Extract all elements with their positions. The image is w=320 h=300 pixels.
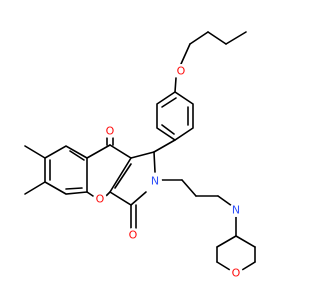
propyl-bond xyxy=(207,31,227,45)
atom-o-lactam: O xyxy=(126,228,140,242)
atom-label-n-morpholine: N xyxy=(232,204,240,217)
atom-label-o-ring: O xyxy=(96,193,105,206)
atom-n-morpholine: N xyxy=(229,203,243,217)
propyl-bond xyxy=(225,31,247,45)
atom-label-o-lactam: O xyxy=(129,229,138,242)
fused-double-bond-inner xyxy=(114,163,132,189)
fused-double-bond xyxy=(109,157,132,193)
atom-label-n-pyrrolidinone: N xyxy=(151,175,159,188)
pyrrolidinone-bond xyxy=(130,151,155,159)
ether-bond xyxy=(180,43,191,65)
phenyl-ring-double-bond xyxy=(161,97,177,108)
ether-bond xyxy=(174,77,177,93)
benzo-ring-double-bond xyxy=(65,187,83,190)
phenyl-ring-double-bond xyxy=(161,124,175,135)
bond-network xyxy=(24,31,256,271)
morpholine-bond xyxy=(216,235,237,248)
pyrrolidinone-bond xyxy=(153,151,156,173)
morpholine-bond xyxy=(241,261,256,271)
atom-n-pyrrolidinone: N xyxy=(148,174,162,188)
atom-o-morpholine: O xyxy=(229,266,243,280)
pyranone-bond xyxy=(86,144,111,159)
linker-bond xyxy=(181,179,197,197)
atom-label-o-propoxy: O xyxy=(177,65,186,78)
benzo-ring-double-bond xyxy=(69,150,85,161)
atom-label-o-morpholine: O xyxy=(232,267,241,280)
atom-o-propoxy: O xyxy=(174,64,188,78)
pyranone-bond xyxy=(109,144,132,159)
benzo-ring-bond xyxy=(44,145,88,195)
atom-o-ring: O xyxy=(93,192,107,206)
pyrrolidinone-bond xyxy=(109,191,132,206)
phenyl-linker-bond xyxy=(153,139,176,153)
morpholine-bond xyxy=(235,235,256,248)
pyrrolidinone-bond xyxy=(130,191,147,206)
molecule-structure-diagram: O O O O N N O xyxy=(24,31,256,280)
atom-labels: O O O O N N O xyxy=(93,64,243,280)
methyl-bond xyxy=(24,181,46,195)
linker-bond xyxy=(217,195,233,207)
methyl-bond xyxy=(24,145,46,159)
propyl-bond xyxy=(189,31,209,45)
atom-label-o-ketone: O xyxy=(106,125,115,138)
atom-o-ketone: O xyxy=(103,124,117,138)
morpholine-bond xyxy=(216,261,231,271)
